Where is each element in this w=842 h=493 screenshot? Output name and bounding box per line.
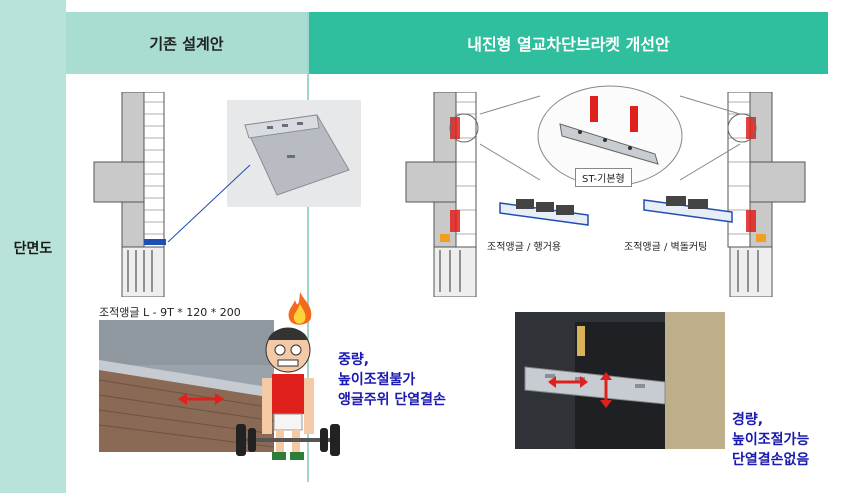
cut-angle-illustration bbox=[643, 196, 733, 223]
zoom-detail bbox=[480, 85, 740, 187]
cut-angle-caption: 조적앵글 / 벽돌커팅 bbox=[624, 242, 708, 253]
pros-line-1: 경량, bbox=[732, 412, 764, 428]
header-improved: 내진형 열교차단브라켓 개선안 bbox=[309, 12, 828, 74]
horizontal-adjust-arrow bbox=[548, 376, 588, 388]
existing-section-drawing bbox=[93, 92, 166, 297]
side-band bbox=[0, 0, 66, 493]
hanger-angle-illustration bbox=[499, 199, 589, 226]
column-divider bbox=[307, 12, 309, 482]
angle-spec-caption: 조적앵글 L - 9T * 120 * 200 bbox=[99, 306, 241, 319]
vertical-adjust-arrow bbox=[600, 372, 612, 408]
cons-line-2: 높이조절불가 bbox=[338, 372, 416, 388]
improved-section-drawing-right bbox=[727, 92, 806, 297]
pros-line-2: 높이조절가능 bbox=[732, 432, 810, 448]
existing-cons-text: 중량, 높이조절불가 앵글주위 단열결손 bbox=[338, 350, 446, 410]
header-existing: 기존 설계안 bbox=[66, 12, 307, 74]
pros-line-3: 단열결손없음 bbox=[732, 452, 810, 468]
improved-pros-text: 경량, 높이조절가능 단열결손없음 bbox=[732, 410, 809, 470]
improved-section-drawing-left bbox=[405, 92, 479, 297]
weightlifter-illustration bbox=[236, 327, 340, 460]
basic-type-label: ST-기본형 bbox=[575, 168, 632, 187]
cons-line-1: 중량, bbox=[338, 352, 370, 368]
cons-line-3: 앵글주위 단열결손 bbox=[338, 392, 446, 408]
section-label: 단면도 bbox=[13, 241, 53, 257]
fire-icon bbox=[288, 292, 312, 325]
movement-arrow bbox=[178, 393, 224, 405]
hanger-angle-caption: 조적앵글 / 행거용 bbox=[487, 242, 562, 253]
angle-bracket-photo bbox=[227, 100, 361, 207]
improved-bracket-photo bbox=[515, 312, 725, 449]
leader-line bbox=[167, 164, 251, 243]
